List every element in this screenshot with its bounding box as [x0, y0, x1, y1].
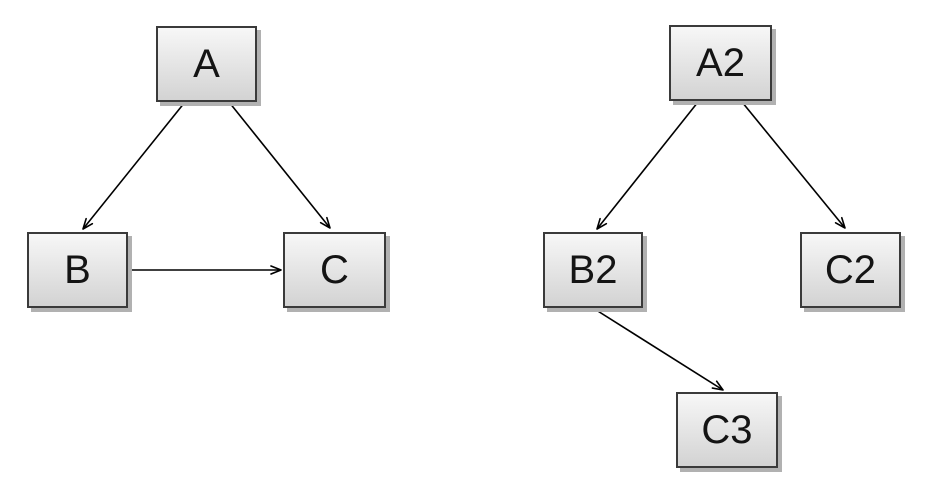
node-c[interactable]: C	[283, 232, 386, 308]
edge-b2-to-c3	[592, 307, 724, 391]
edge-a2-to-c2	[741, 101, 846, 229]
node-label: B	[64, 248, 91, 292]
node-a2[interactable]: A2	[669, 25, 772, 101]
node-b2[interactable]: B2	[543, 232, 643, 308]
edge-a2-to-b2	[596, 101, 699, 230]
node-c3[interactable]: C3	[676, 392, 778, 468]
node-label: B2	[568, 248, 618, 292]
node-label: C	[320, 248, 349, 292]
node-label: A	[193, 42, 220, 86]
edge-a-to-c	[228, 101, 331, 229]
node-label: C2	[824, 248, 877, 292]
node-c2[interactable]: C2	[800, 232, 901, 308]
node-b[interactable]: B	[27, 232, 128, 308]
node-label: A2	[696, 41, 745, 85]
edge-a-to-b	[82, 101, 186, 230]
node-label: C3	[701, 408, 753, 452]
node-a[interactable]: A	[156, 26, 257, 102]
